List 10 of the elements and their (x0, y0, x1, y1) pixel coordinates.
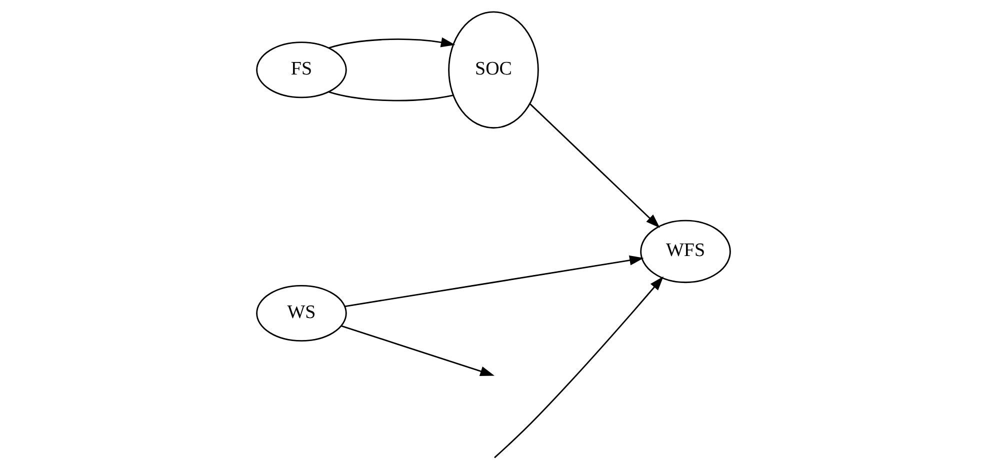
arrow (344, 255, 644, 308)
node-ellipse: FS (256, 42, 347, 98)
arrow (328, 37, 456, 49)
connector (328, 91, 454, 102)
node-ellipse: SOC (448, 11, 539, 129)
node-ellipse: WFS (640, 220, 731, 284)
node-ellipse: WS (256, 284, 347, 342)
arrow (530, 104, 660, 228)
arrow (341, 325, 495, 376)
arrow (494, 276, 664, 458)
